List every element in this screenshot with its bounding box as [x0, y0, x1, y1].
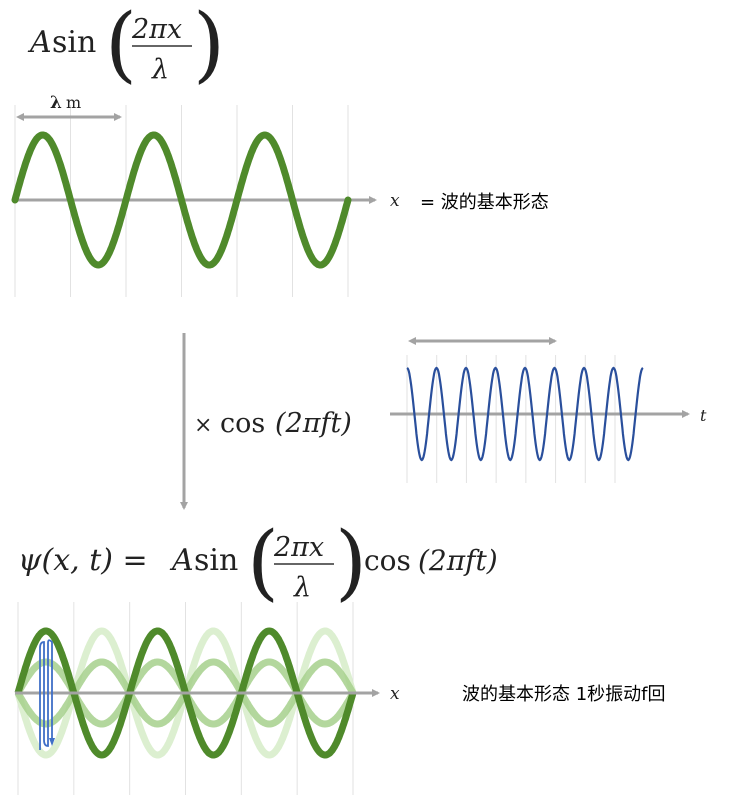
cos-function: cos [220, 408, 265, 439]
result-denominator: λ [293, 572, 311, 603]
sin-function: sin [52, 25, 96, 60]
result-sin: sin [194, 543, 238, 578]
cos-argument: (2πft) [275, 408, 352, 439]
denominator: λ [151, 54, 169, 85]
result-left-paren: ( [247, 515, 279, 610]
oscillation-path-arrow [39, 639, 53, 750]
oscillation-arrowhead-icon [49, 738, 55, 746]
multiplier-formula: × cos (2πft) [194, 408, 352, 439]
times-symbol: × [194, 413, 212, 438]
wavelength-symbol: λ [50, 93, 62, 113]
result-amplitude: A [169, 543, 194, 578]
result-formula: ψ(x, t) = A sin ( 2πx λ ) cos (2πft) [18, 515, 498, 610]
numerator: 2πx [131, 14, 182, 45]
result-cos-argument: (2πft) [418, 544, 498, 577]
wavelength-unit: m [66, 93, 81, 112]
result-right-paren: ) [335, 515, 367, 610]
psi-lhs: ψ(x, t) = [18, 543, 148, 578]
right-paren: ) [193, 0, 225, 92]
top-x-axis-label: x [390, 191, 400, 211]
top-caption: = 波的基本形态 [420, 192, 549, 213]
time-grid [406, 355, 616, 483]
spatial-sine-wave [11, 131, 352, 269]
result-cos: cos [364, 544, 411, 577]
left-paren: ( [105, 0, 137, 92]
bottom-caption: 波的基本形态 1秒振动f回 [462, 684, 666, 705]
amplitude-symbol: A [27, 25, 52, 60]
top-formula: A sin ( 2πx λ ) [27, 0, 225, 92]
time-cosine-wave [406, 366, 644, 462]
bottom-x-axis-label: x [390, 684, 400, 704]
result-numerator: 2πx [273, 532, 324, 563]
time-axis-label: t [700, 406, 707, 425]
